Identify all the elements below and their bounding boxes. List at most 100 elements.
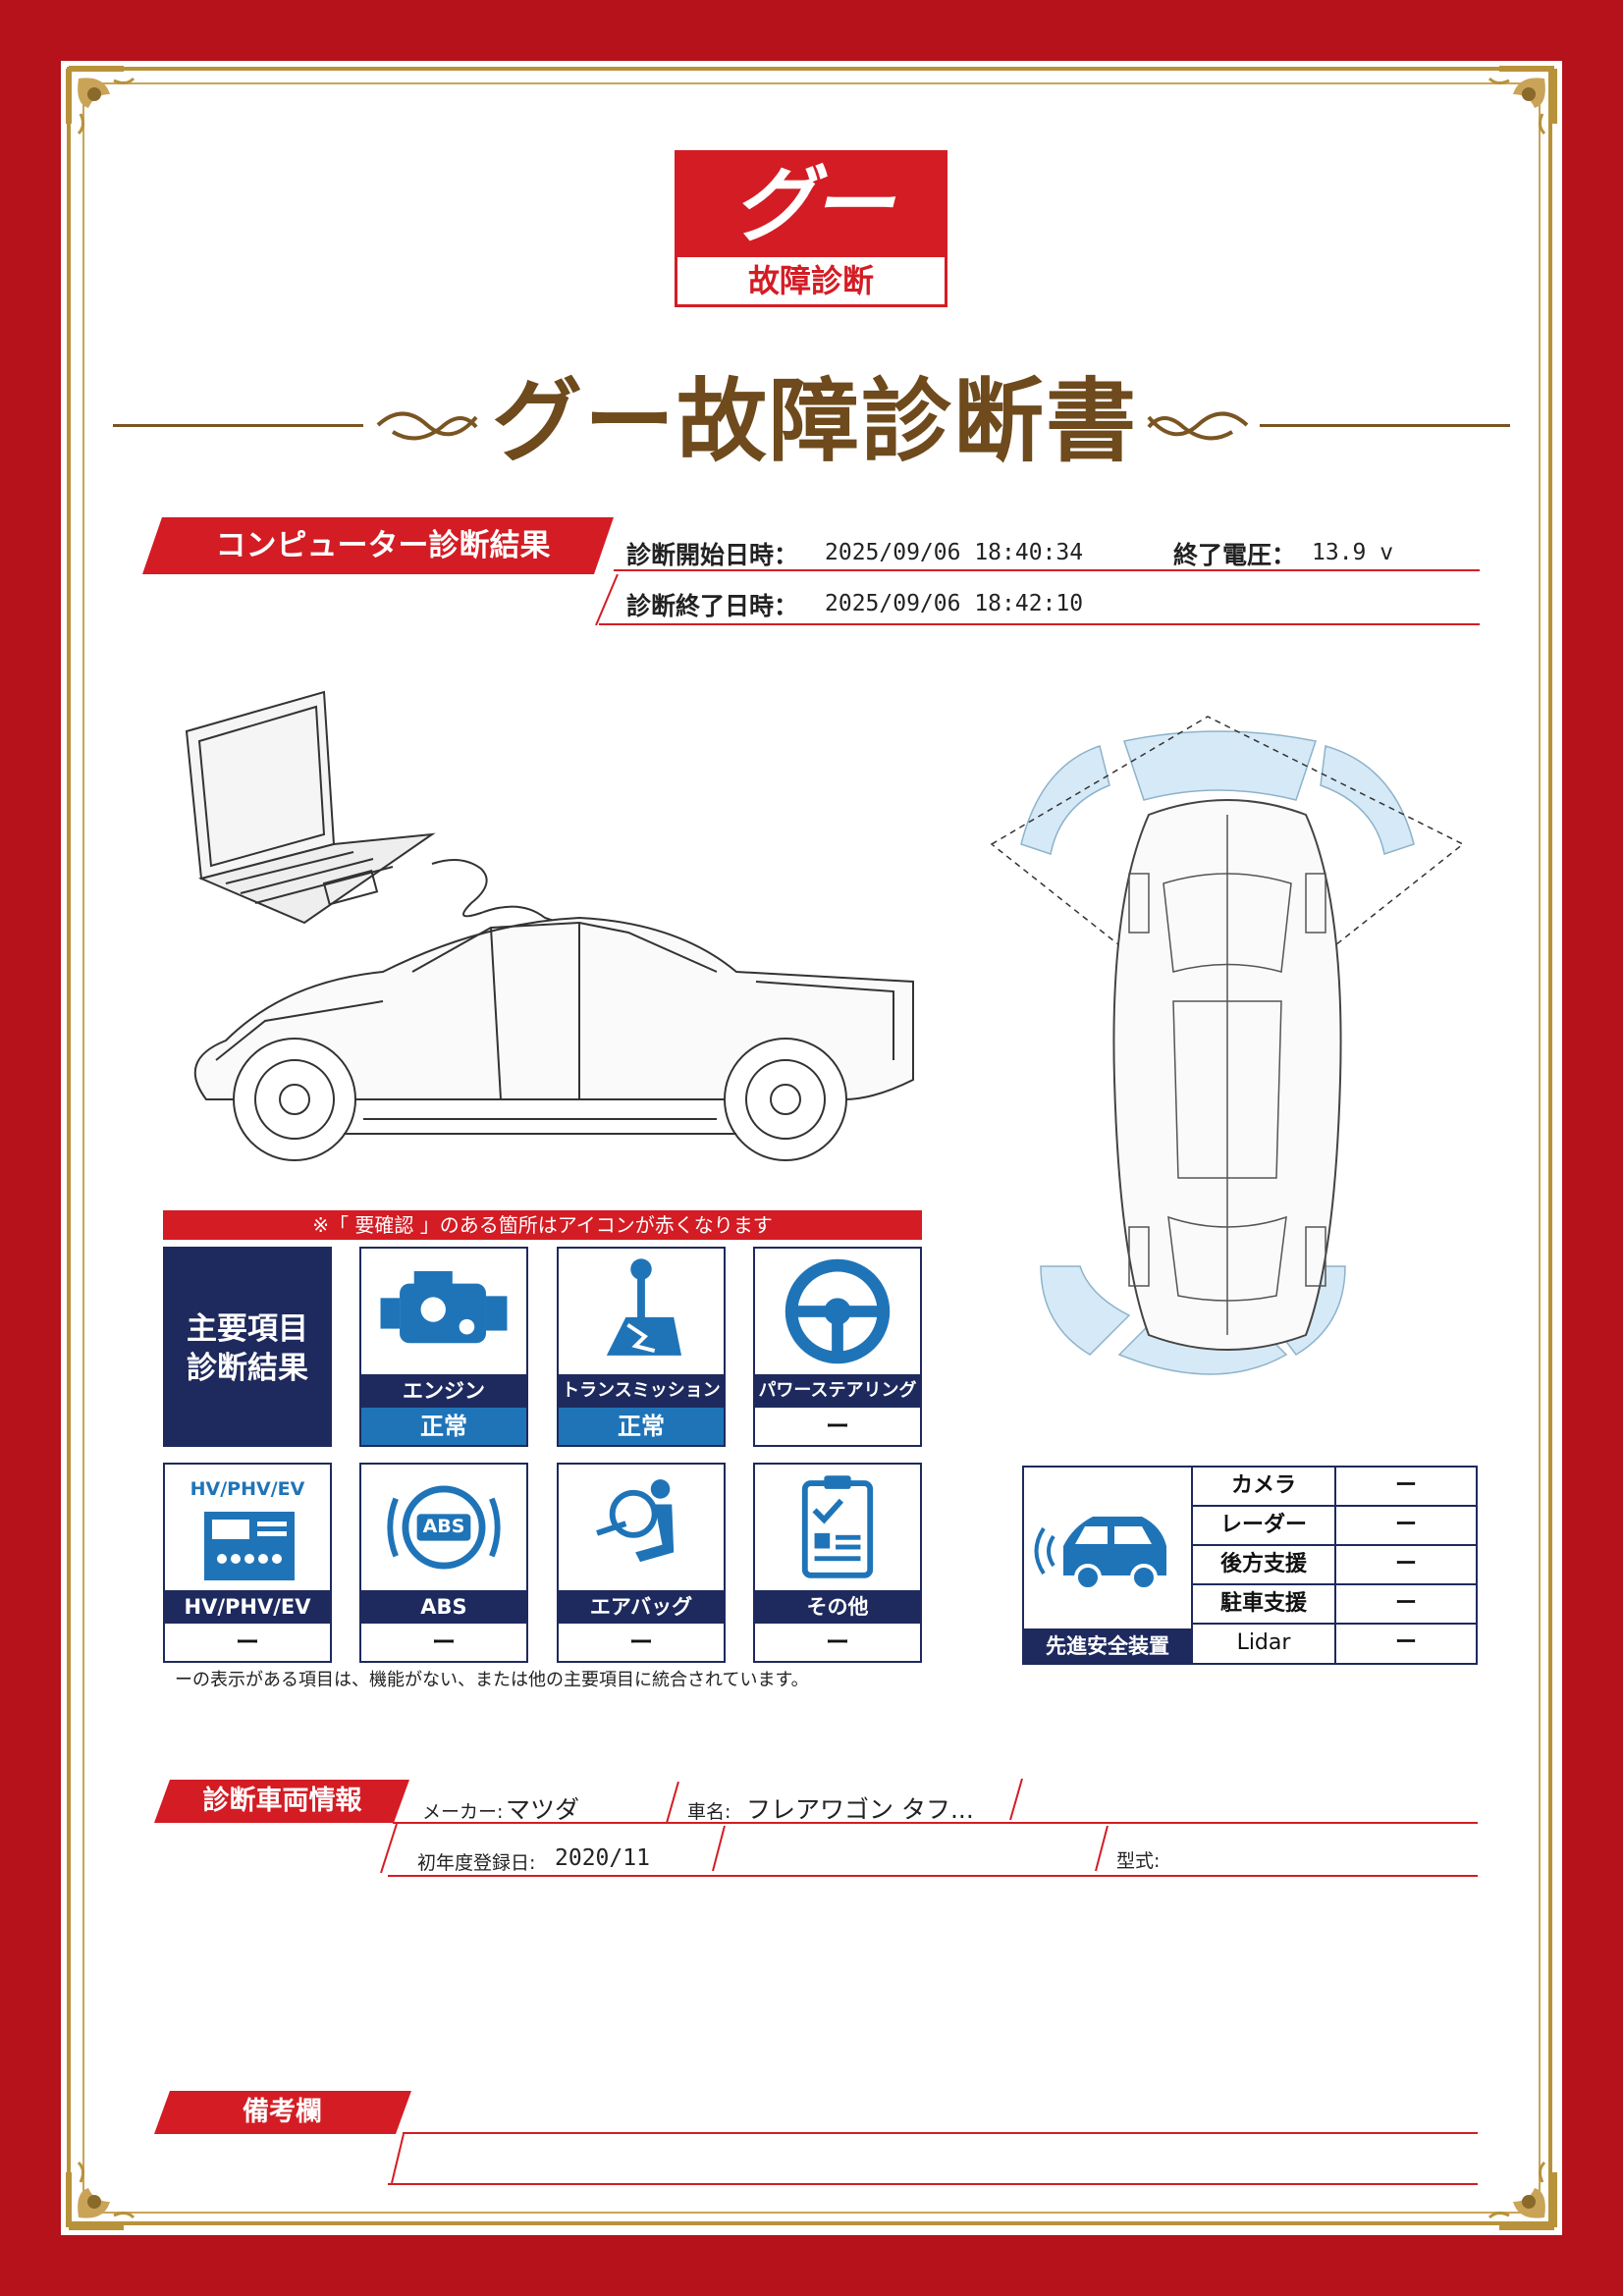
tile-power-steering: パワーステアリング ー (753, 1247, 922, 1447)
laptop-car-illustration (185, 690, 914, 1161)
adas-row: レーダー ー (1191, 1507, 1476, 1546)
airbag-icon (596, 1479, 675, 1563)
adas-row: カメラ ー (1191, 1468, 1476, 1507)
flourish-left-icon (376, 411, 478, 441)
tile-airbag: エアバッグ ー (557, 1463, 726, 1663)
gold-inner-border (82, 82, 1541, 2214)
corner-ornament-icon (1488, 66, 1557, 135)
rule-slant (595, 574, 619, 625)
rule-slant (391, 2134, 405, 2183)
adas-row: 後方支援 ー (1191, 1546, 1476, 1585)
adas-row-name: 駐車支援 (1191, 1585, 1336, 1623)
adas-row: Lidar ー (1191, 1625, 1476, 1664)
corner-ornament-icon (66, 2161, 135, 2230)
adas-row-value: ー (1394, 1591, 1417, 1616)
tile-status: ー (629, 1629, 653, 1656)
rule-slant (380, 1824, 398, 1873)
rule-slant (666, 1782, 679, 1823)
tile-name: エンジン (361, 1374, 526, 1408)
tile-status: ー (826, 1629, 849, 1656)
tile-name: トランスミッション (559, 1374, 724, 1408)
computer-section-label: コンピューター診断結果 (215, 528, 551, 563)
tile-status: 正常 (361, 1408, 526, 1445)
document-title: グー故障診断書 (491, 369, 1138, 474)
maker-value: マツダ (506, 1795, 580, 1824)
gold-border (67, 67, 1552, 2225)
rule (599, 623, 1480, 625)
car-sensor-icon (1034, 1517, 1166, 1591)
remarks-field[interactable] (388, 2183, 1478, 2185)
main-items-title-line2: 診断結果 (187, 1351, 308, 1386)
adas-row-name: 後方支援 (1191, 1546, 1336, 1583)
tile-engine: エンジン 正常 (359, 1247, 528, 1447)
tile-name: その他 (755, 1590, 920, 1624)
shift-lever-icon (606, 1258, 682, 1356)
rule (393, 1822, 1478, 1824)
start-label: 診断開始日時： (626, 541, 799, 569)
tile-status: ー (432, 1629, 456, 1656)
steering-wheel-icon (784, 1258, 891, 1364)
tile-transmission: トランスミッション 正常 (557, 1247, 726, 1447)
corner-ornament-icon (1488, 2161, 1557, 2230)
hv-icon-text: HV/PHV/EV (189, 1478, 305, 1500)
voltage-value: 13.9 v (1312, 540, 1394, 565)
battery-icon (204, 1512, 295, 1580)
voltage-label: 終了電圧： (1173, 541, 1297, 569)
adas-row: 駐車支援 ー (1191, 1585, 1476, 1625)
end-value: 2025/09/06 18:42:10 (825, 591, 1084, 616)
rule (614, 569, 1480, 571)
title-rule-left (113, 424, 363, 427)
abs-icon-text: ABS (422, 1516, 465, 1537)
adas-row-value: ー (1394, 1552, 1417, 1576)
rule-slant (712, 1826, 726, 1871)
car-name-value: フレアワゴン タフ... (746, 1795, 974, 1824)
corner-ornament-icon (66, 66, 135, 135)
adas-row-value: ー (1394, 1513, 1417, 1537)
adas-label: 先進安全装置 (1024, 1629, 1191, 1665)
flourish-right-icon (1147, 411, 1249, 441)
tile-status: 正常 (559, 1408, 724, 1445)
engine-icon (380, 1270, 508, 1344)
logo-subtitle: 故障診断 (747, 262, 874, 299)
title-rule-right (1260, 424, 1510, 427)
rule-slant (1095, 1826, 1109, 1871)
remarks-ribbon-shape (154, 2091, 411, 2134)
adas-row-value: ー (1394, 1630, 1417, 1655)
section-ribbon-shape (142, 517, 614, 574)
adas-row-name: Lidar (1191, 1625, 1336, 1664)
adas-row-name: レーダー (1191, 1507, 1336, 1544)
vehicle-ribbon-shape (154, 1780, 409, 1823)
abs-icon (387, 1485, 501, 1570)
tile-status: ー (826, 1413, 849, 1440)
adas-row-value: ー (1394, 1473, 1417, 1498)
tile-other: その他 ー (753, 1463, 922, 1663)
clipboard-icon (801, 1475, 874, 1578)
goo-logo: グー 故障診断 (675, 150, 947, 307)
vehicle-section-label: 診断車両情報 (202, 1786, 362, 1816)
car-topview-illustration (990, 716, 1465, 1375)
tile-status: ー (236, 1629, 259, 1656)
logo-brand: グー (677, 153, 945, 257)
adas-panel: 先進安全装置 カメラ ー レーダー ー 後方支援 ー 駐車支援 ー Lidar … (1022, 1466, 1478, 1665)
model-label: 型式: (1116, 1850, 1161, 1872)
rule (388, 1875, 1478, 1877)
start-value: 2025/09/06 18:40:34 (825, 540, 1084, 565)
tile-name: エアバッグ (559, 1590, 724, 1624)
registration-label: 初年度登録日: (417, 1852, 536, 1874)
main-items-title: 主要項目 診断結果 (163, 1247, 332, 1447)
main-items-title-line1: 主要項目 (187, 1311, 308, 1347)
footnote: ーの表示がある項目は、機能がない、または他の主要項目に統合されています。 (175, 1670, 809, 1690)
maker-label: メーカー: (422, 1801, 504, 1823)
rule (403, 2132, 1478, 2134)
end-label: 診断終了日時： (626, 592, 799, 620)
tile-abs: ABS ABS ー (359, 1463, 528, 1663)
registration-value: 2020/11 (555, 1845, 650, 1871)
tile-name: ABS (361, 1590, 526, 1624)
rule-slant (1009, 1779, 1023, 1820)
remarks-label: 備考欄 (243, 2097, 322, 2127)
tile-name: パワーステアリング (755, 1374, 920, 1408)
tile-hv: HV/PHV/EV HV/PHV/EV ー (163, 1463, 332, 1663)
notice-bar: ※「 要確認 」のある箇所はアイコンが赤くなります (163, 1210, 922, 1240)
car-name-label: 車名: (687, 1801, 731, 1823)
